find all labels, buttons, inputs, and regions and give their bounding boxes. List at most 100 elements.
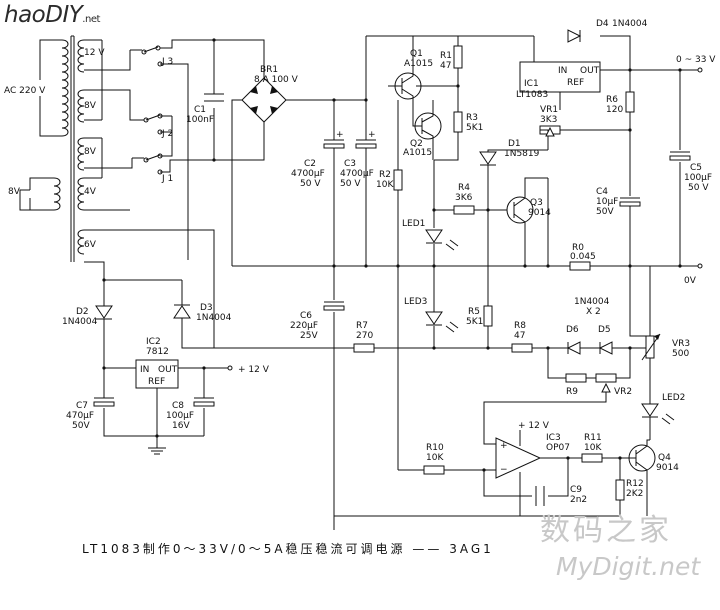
q3-value: 9014	[528, 208, 551, 218]
q2-value: A1015	[403, 148, 432, 158]
vr2-ref: VR2	[614, 387, 632, 397]
transistor-q4	[626, 439, 656, 516]
switch-j2-label: J 2	[161, 129, 173, 139]
c4-rating: 50V	[596, 207, 614, 217]
c2-ref: C2	[304, 159, 316, 169]
br1-ref: BR1	[260, 65, 278, 75]
d1-ref: D1	[508, 139, 521, 149]
ac-input-label: AC 220 V	[4, 86, 46, 96]
transistor-q2	[412, 100, 442, 160]
r10-value: 10K	[426, 453, 444, 463]
r7-ref: R7	[356, 321, 368, 331]
svg-text:−: −	[500, 465, 508, 475]
ic2-value: 7812	[146, 347, 169, 357]
ic1-pin-ref: REF	[567, 78, 584, 88]
ic3-ref: IC3	[546, 433, 561, 443]
r0-value: 0.045	[570, 252, 596, 262]
led2-label: LED2	[662, 393, 685, 403]
d2-value: 1N4004	[62, 317, 98, 327]
q1-value: A1015	[404, 59, 433, 69]
c7-rating: 50V	[72, 421, 90, 431]
vr3-value: 500	[672, 349, 689, 359]
r11-value: 10K	[584, 443, 602, 453]
c3-value: 4700µF	[340, 169, 374, 179]
schematic-title: LT1083制作0～33V/0～5A稳压稳流可调电源 —— 3AG1	[82, 540, 494, 557]
ic1-ref: IC1	[524, 79, 539, 89]
winding-8v-label-2: 8V	[84, 147, 97, 157]
d5-ref: D5	[598, 325, 611, 335]
winding-6v-label: 6V	[84, 240, 97, 250]
winding-12v-label: 12 V	[84, 48, 105, 58]
r6-value: 120	[606, 105, 623, 115]
r11-ref: R11	[584, 433, 602, 443]
r2-value: 10K	[376, 180, 394, 190]
c7-value: 470µF	[66, 411, 94, 421]
d1-value: 1N5819	[504, 149, 540, 159]
watermark-cn: 数码之家	[540, 513, 672, 548]
c8-ref: C8	[172, 401, 184, 411]
c7-ref: C7	[76, 401, 88, 411]
d5-d6-qty: X 2	[586, 307, 601, 317]
vr1-value: 3K3	[540, 115, 557, 125]
ic3-supply-label: + 12 V	[518, 421, 550, 431]
c2-value: 4700µF	[291, 169, 325, 179]
title-dash: ——	[412, 542, 443, 556]
winding-4v-label: 4V	[84, 187, 97, 197]
svg-text:+: +	[368, 130, 376, 140]
c6-ref: C6	[300, 311, 312, 321]
r4-value: 3K6	[455, 193, 473, 203]
r12-value: 2K2	[626, 489, 643, 499]
q1-ref: Q1	[410, 49, 423, 59]
q2-ref: Q2	[410, 139, 423, 149]
r4-ref: R4	[458, 183, 470, 193]
q4-value: 9014	[656, 463, 679, 473]
c9-value: 2n2	[570, 495, 587, 505]
transformer	[29, 35, 85, 262]
ic2-pin-ref: REF	[148, 377, 165, 387]
winding-8v-label-3: 8V	[8, 187, 21, 197]
switch-j3-label: J 3	[161, 57, 173, 67]
led3-label: LED3	[404, 297, 427, 307]
c6-value: 220µF	[290, 321, 318, 331]
r0-ref: R0	[572, 243, 584, 253]
d4-ref: D4	[596, 19, 609, 29]
svg-text:+: +	[500, 441, 508, 451]
c5-value: 100µF	[684, 173, 712, 183]
r1-ref: R1	[440, 51, 452, 61]
svg-text:+: +	[336, 130, 344, 140]
c1-ref: C1	[194, 105, 206, 115]
c4-ref: C4	[596, 187, 608, 197]
c5-ref: C5	[690, 163, 702, 173]
d4-value: 1N4004	[612, 19, 648, 29]
watermark-en: MyDigit.net	[556, 552, 701, 581]
c9-ref: C9	[570, 485, 582, 495]
r7-value: 270	[356, 331, 373, 341]
r6-ref: R6	[606, 95, 618, 105]
regulator-12v-output-label: + 12 V	[238, 365, 270, 375]
r2-ref: R2	[379, 170, 391, 180]
r12-ref: R12	[626, 479, 644, 489]
c6-rating: 25V	[300, 331, 318, 341]
c8-value: 100µF	[166, 411, 194, 421]
r9-ref: R9	[566, 387, 578, 397]
c3-rating: 50 V	[340, 179, 361, 189]
c5-rating: 50 V	[688, 183, 709, 193]
c4-value: 10µF	[596, 197, 618, 207]
transistor-q1	[388, 36, 422, 110]
vr1-ref: VR1	[540, 105, 558, 115]
r8-ref: R8	[514, 321, 526, 331]
site-logo-suffix: .net	[82, 14, 100, 25]
d5-d6-value: 1N4004	[574, 297, 610, 307]
c3-ref: C3	[344, 159, 356, 169]
output-voltage-label: 0 ~ 33 V	[676, 55, 716, 65]
d3-value: 1N4004	[196, 313, 232, 323]
switch-j1	[132, 116, 214, 175]
c8-rating: 16V	[172, 421, 190, 431]
site-logo: haoDIY.net	[4, 2, 100, 28]
schematic-code: 3AG1	[449, 542, 494, 556]
ic1-pin-in: IN	[558, 66, 567, 76]
r3-ref: R3	[466, 113, 478, 123]
r3-value: 5K1	[466, 123, 483, 133]
ic3-value: OP07	[546, 443, 570, 453]
